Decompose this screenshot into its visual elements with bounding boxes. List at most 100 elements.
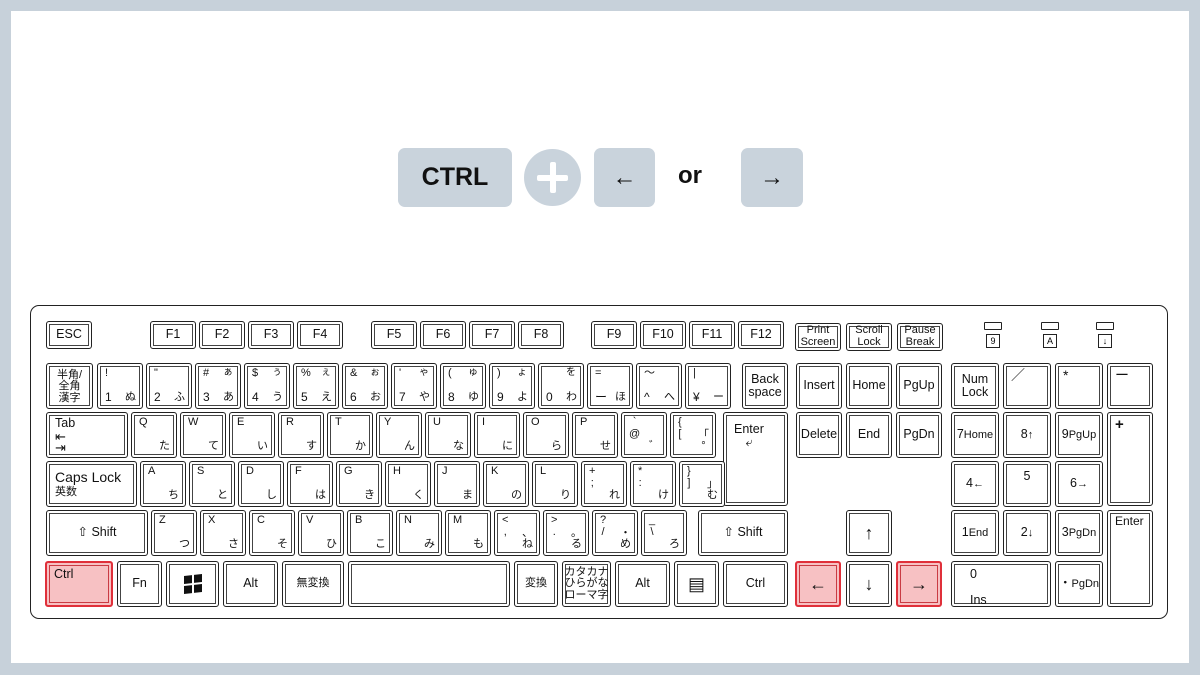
key-f6: F6	[420, 321, 466, 349]
key-symbol: "	[154, 367, 158, 379]
key-letter: O	[531, 416, 540, 428]
indicator-label: ↓	[1098, 334, 1112, 348]
key-kana: あ	[223, 391, 234, 404]
key-kana: ろ	[669, 538, 680, 551]
key-kana: わ	[566, 391, 577, 404]
numpad-sub: ←	[972, 478, 984, 491]
key-letter: T	[335, 416, 342, 428]
key-kana-small: ぁ	[223, 367, 233, 378]
key-kana: ぬ	[125, 391, 136, 404]
key-number: ー	[595, 390, 608, 405]
key-}]: } ]」 む	[679, 461, 725, 507]
shift-label: Shift	[91, 525, 117, 540]
key-symbol: |	[693, 367, 696, 379]
key-symbol: $	[252, 367, 259, 379]
key-f8: F8	[518, 321, 564, 349]
key-letter: D	[246, 465, 254, 477]
key-kana: り	[560, 489, 571, 502]
key-kana-small: ゅ	[468, 367, 478, 378]
key-letter: { [	[678, 416, 682, 440]
key-num-¥: |¥ー	[685, 363, 731, 409]
numpad-main: 9	[1061, 427, 1069, 442]
key-?/: ? /・ め	[592, 510, 638, 556]
indicator-lamp: ↓	[1096, 322, 1114, 352]
key-letter: F	[295, 465, 302, 477]
caps-jp-label: 英数	[55, 485, 77, 498]
key-kana: そ	[277, 538, 288, 551]
key-kana: ん	[404, 440, 415, 453]
key-f2: F2	[199, 321, 245, 349]
shift-icon: ⇧	[77, 525, 88, 540]
plus-icon	[524, 149, 581, 206]
key-letter: B	[355, 514, 363, 526]
multiply-label: *	[1063, 367, 1069, 383]
key-home: Home	[846, 363, 892, 409]
key-num-^: 〜^へ	[636, 363, 682, 409]
key-kana: い	[257, 440, 268, 453]
key-number: 3	[203, 390, 210, 405]
key-num-6: 6→	[1055, 461, 1103, 507]
key-_\: _ \ ろ	[641, 510, 687, 556]
key-letter: _ \	[649, 514, 656, 538]
numpad-sub: →	[1076, 478, 1088, 491]
key-tab: Tab⇤⇥	[46, 412, 128, 458]
key-f9: F9	[591, 321, 637, 349]
key-letter: ` @	[629, 416, 641, 440]
indicator-label: 9	[986, 334, 1000, 348]
key-letter: Y	[384, 416, 392, 428]
key-alt-right: Alt	[615, 561, 670, 607]
key-letter: } ]	[687, 465, 691, 489]
key-symbol: &	[350, 367, 358, 379]
key-kana: し	[266, 489, 277, 502]
key-kana: 、 ね	[522, 526, 533, 551]
key-kana: て	[208, 440, 219, 453]
numpad-main: 1	[961, 525, 969, 540]
numpad-sub: PgDn	[1068, 527, 1097, 540]
key-letter: + ;	[589, 465, 596, 489]
key-symbol: '	[399, 367, 402, 379]
numpad-sub: End	[968, 527, 989, 540]
key-num-dot: ・PgDn	[1055, 561, 1103, 607]
key-kana: 「 °	[698, 428, 709, 453]
key-kana: は	[315, 489, 326, 502]
key-kana: ゛	[649, 440, 660, 453]
key-*:: * :け	[630, 461, 676, 507]
key-letter: < ,	[502, 514, 509, 538]
key-letter: P	[580, 416, 588, 428]
key-kana: な	[453, 440, 464, 453]
key-kana-small: ゃ	[419, 367, 429, 378]
numpad-sub: PgUp	[1068, 429, 1097, 442]
key-kana-small: ぉ	[370, 367, 380, 378]
key-letter: I	[482, 416, 486, 428]
key-num-multiply: *	[1055, 363, 1103, 409]
key-kana: き	[364, 489, 375, 502]
key-pgdn: PgDn	[896, 412, 942, 458]
key-kana: も	[473, 538, 484, 551]
key-f1: F1	[150, 321, 196, 349]
or-label: or	[678, 162, 702, 189]
key-symbol: #	[203, 367, 210, 379]
key-symbol: 〜	[644, 367, 655, 379]
key-kana: れ	[609, 489, 620, 502]
hankaku-label: 半角/ 全角 漢字	[56, 368, 83, 404]
key-pgup: PgUp	[896, 363, 942, 409]
key-kana: ふ	[174, 391, 185, 404]
